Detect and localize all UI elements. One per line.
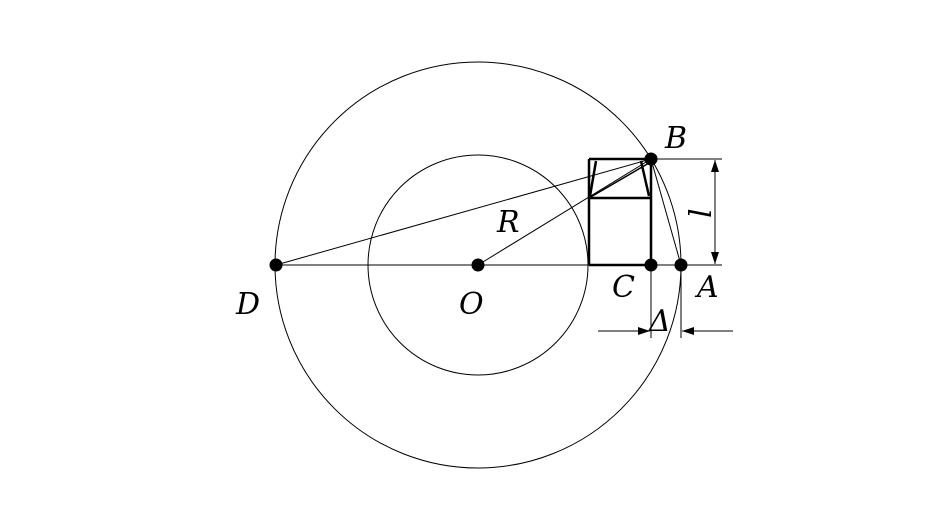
dimension-l <box>651 158 722 266</box>
block-rectangle <box>587 157 653 267</box>
dimension-delta <box>598 265 733 338</box>
point-c <box>644 258 658 272</box>
label-delta: Δ <box>648 304 671 339</box>
point-o <box>471 258 485 272</box>
label-r: R <box>496 205 520 240</box>
label-b: B <box>664 121 687 156</box>
chord-ba <box>650 158 682 266</box>
label-c: C <box>612 270 635 305</box>
label-l: l <box>684 208 719 218</box>
label-o: O <box>459 287 484 322</box>
label-a: A <box>694 270 719 305</box>
point-a <box>674 258 688 272</box>
point-d <box>269 258 283 272</box>
point-b <box>644 152 658 166</box>
radius-line <box>477 158 652 266</box>
label-d: D <box>235 287 260 322</box>
